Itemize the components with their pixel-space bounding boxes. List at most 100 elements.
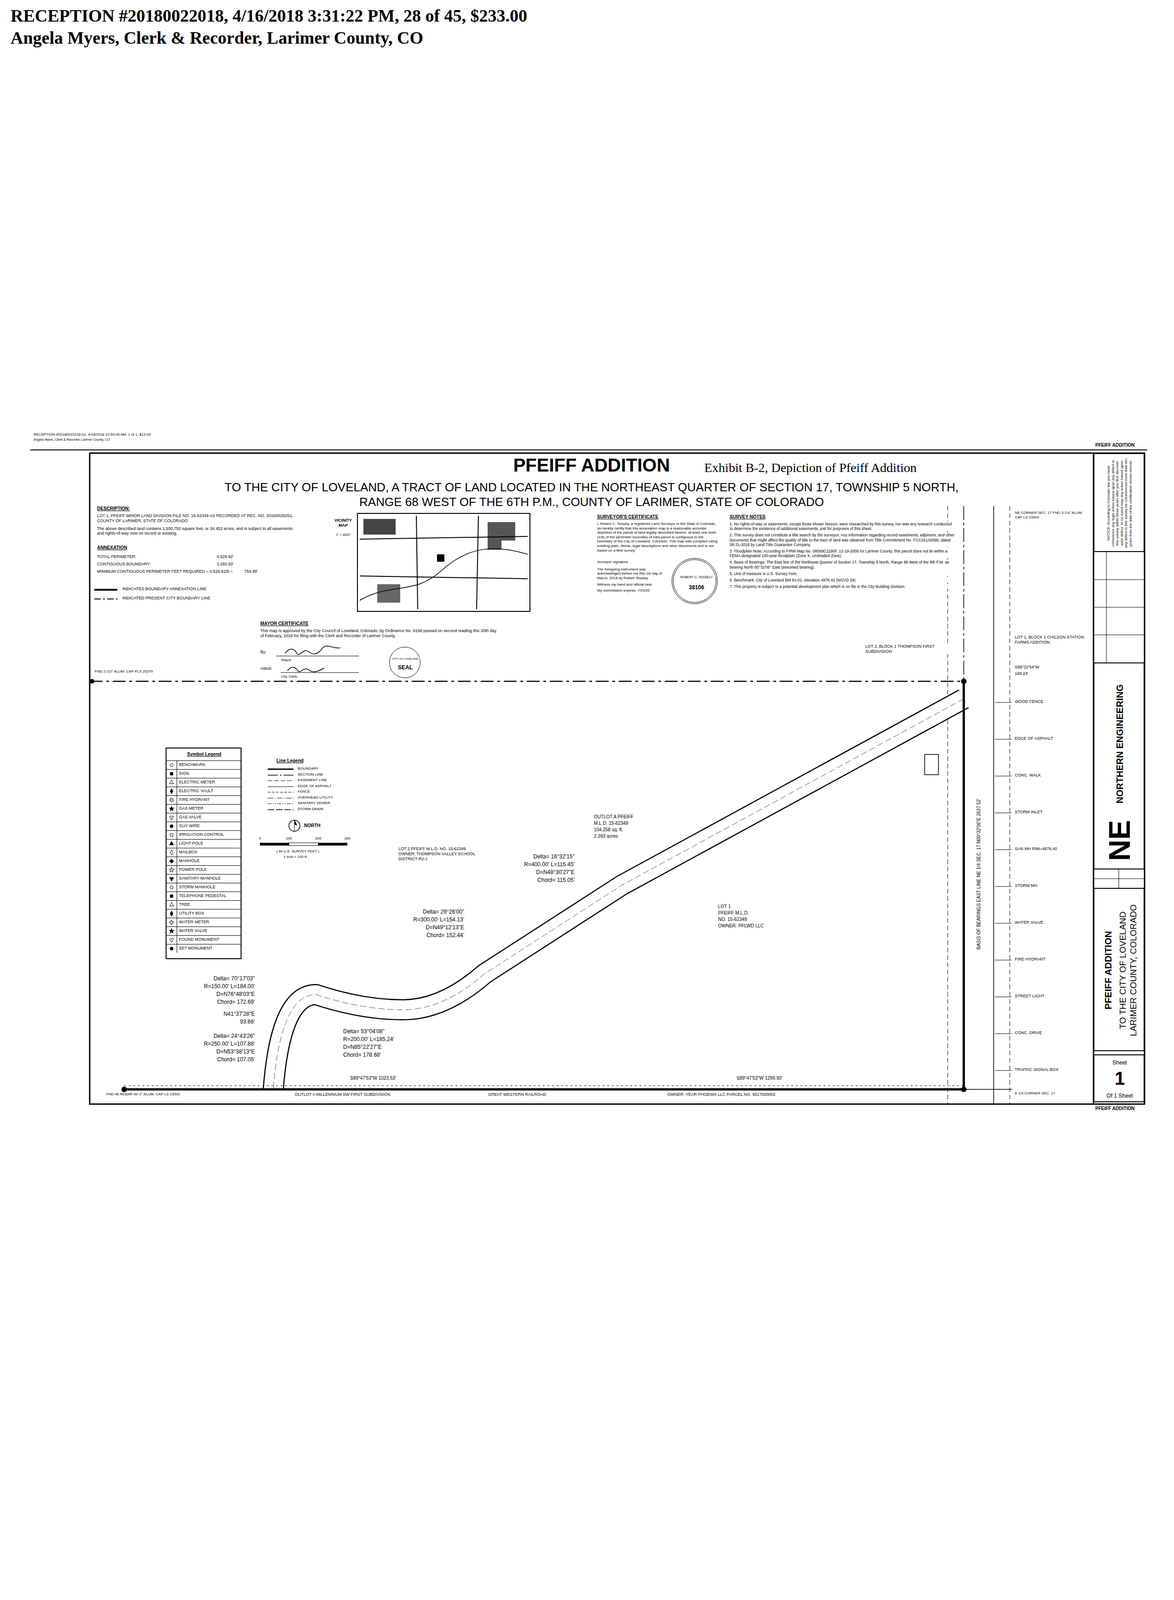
legend-item: ELECTRIC METER xyxy=(166,777,241,787)
sheet-tag: PFEIFF ADDITION xyxy=(1094,442,1135,449)
box-text: Of 1 Sheet xyxy=(1105,1092,1134,1100)
curve-data: Chord= 172.69' xyxy=(216,998,256,1006)
legend-item: ELECTRIC VAULT xyxy=(166,786,241,796)
legend-text: ELECTRIC VAULT xyxy=(178,788,214,794)
curve-data: Delta= 16°32'15" xyxy=(532,853,576,860)
legend-item: UTILITY BOX xyxy=(166,909,241,918)
curve-data: Chord= 152.44' xyxy=(425,932,465,939)
survey-note: 7. This property is subject to a potenti… xyxy=(729,584,956,589)
legend-symbol xyxy=(166,926,178,936)
symbol-legend: Symbol LegendBENCHMARKSIGNELECTRIC METER… xyxy=(165,747,242,960)
leader-line xyxy=(995,886,1012,887)
box-heading: ROBERT C. TESSELY xyxy=(677,575,716,580)
title-strip-rule xyxy=(1118,869,1120,888)
legend-text: EASEMENT LINE xyxy=(297,777,328,783)
legend-symbol-shape xyxy=(169,805,175,811)
title-strip-rule xyxy=(1106,552,1107,663)
callout-label: SAN MH RIM=4978.40 xyxy=(1014,846,1058,852)
legend-symbol xyxy=(166,918,178,927)
signature-line xyxy=(276,656,359,657)
legend-text: GUY WIRE xyxy=(178,823,201,829)
road-edge xyxy=(947,506,949,1105)
legend-text: EDGE OF ASPHALT xyxy=(297,783,333,789)
sheet-title: PFEIFF ADDITION xyxy=(512,455,671,475)
leader-line xyxy=(995,776,1012,777)
plat-label: Surveyor signature xyxy=(596,559,667,565)
box-heading: NORTHERN ENGINEERING xyxy=(1114,684,1126,805)
scale-label: 100 xyxy=(285,836,293,841)
survey-note: 5. Unit of measure is U.S. Survey Feet. xyxy=(729,571,956,576)
section-heading: SURVEY NOTES xyxy=(729,514,766,520)
callout-label: STORM MH xyxy=(1014,883,1038,889)
road-edge xyxy=(1009,506,1011,1105)
plat-label: 3,292.50' xyxy=(216,561,235,567)
legend-item: POWER POLE xyxy=(166,865,241,875)
legend-item: OVERHEAD UTILITY xyxy=(266,795,346,801)
leader-line xyxy=(995,1033,1012,1035)
legend-text: STORM DRAIN xyxy=(297,806,324,812)
vicinity-area xyxy=(363,518,396,535)
legend-symbol xyxy=(166,839,178,848)
section-line xyxy=(963,506,965,682)
outlot-centerline xyxy=(273,698,964,1090)
legend-symbol xyxy=(166,787,178,796)
plat-label: MINIMUM CONTIGUOUS PERIMETER FEET REQUIR… xyxy=(96,569,234,575)
title-strip-rule xyxy=(1093,607,1145,608)
curve-data: Chord= 107.05' xyxy=(216,1056,256,1063)
curve-data: Delta= 70°17'03" xyxy=(212,975,256,982)
sheet-frame xyxy=(89,453,1145,1105)
sheet-tag: PFEIFF ADDITION xyxy=(1094,1105,1135,1112)
curve-data: Delta= 53°04'08" xyxy=(342,1028,386,1035)
parcel-label: LOT 2 PFEIFF M.L.D. NO. 15-62349 OWNER: … xyxy=(397,846,478,862)
curve-data: D=N49°12'13"E xyxy=(425,924,465,931)
box-text: 1 xyxy=(1114,1067,1126,1090)
vicinity-area xyxy=(377,584,401,603)
curve-data: R=300.00' L=154.13' xyxy=(412,916,465,923)
scale-label: 300 xyxy=(343,836,351,841)
legend-text: TREE xyxy=(178,902,191,908)
scale-bar xyxy=(259,842,289,846)
curve-data: Delta= 29°26'00" xyxy=(422,908,465,916)
curve-data: Chord= 115.05' xyxy=(536,876,576,884)
callout-label: STREET LIGHT xyxy=(1014,993,1045,999)
legend-line-sample xyxy=(266,772,295,778)
legend-line-sample xyxy=(266,777,295,784)
road-edge xyxy=(993,506,995,1105)
bearing-label: S89°47'53"W 1023.53' xyxy=(349,1075,397,1082)
legend-line xyxy=(267,774,294,776)
legend-text: OVERHEAD UTILITY xyxy=(297,795,334,800)
scale-label: 200 xyxy=(314,836,322,841)
legend-text: WATER VALVE xyxy=(178,928,208,934)
legend-symbol-shape xyxy=(170,824,174,829)
legend-text: SECTION LINE xyxy=(297,772,324,777)
box-text: 1" = 4000' xyxy=(335,533,351,537)
legend-symbol xyxy=(166,795,178,805)
legend-symbol xyxy=(166,804,178,813)
leader-line xyxy=(995,812,1012,814)
legend-symbol-shape xyxy=(170,772,173,776)
legend-symbol xyxy=(166,848,178,857)
bearing-label: S89°47'53"W 1299.90' xyxy=(736,1075,783,1082)
annexation-line-sample xyxy=(94,588,118,591)
box-heading: VICINITY MAP xyxy=(329,517,357,529)
curve-data: D=N48°30'27"E xyxy=(535,868,576,876)
legend-text: BENCHMARK xyxy=(178,762,207,768)
section-heading: ANNEXATION xyxy=(96,545,128,551)
title-strip-rule xyxy=(1093,634,1145,636)
legend-line xyxy=(267,797,294,799)
legend-symbol-shape xyxy=(170,886,174,890)
parcel-label: NO. 15-62349 xyxy=(717,916,748,923)
legend-item: BENCHMARK xyxy=(166,760,241,770)
legend-item: WATER VALVE xyxy=(166,926,241,936)
legend-symbol xyxy=(166,900,178,910)
legend-text: SANITARY MANHOLE xyxy=(178,875,222,881)
legend-symbol xyxy=(166,909,178,918)
vicinity-map: VICINITY MAP1" = 4000' xyxy=(356,512,531,612)
signature xyxy=(285,645,341,655)
legend-symbol xyxy=(166,944,178,953)
plat-label: CONTIGUOUS BOUNDARY: xyxy=(96,561,151,567)
callout-label: CONC. DRIVE xyxy=(1014,1030,1043,1036)
survey-note: 3. Floodplain Note: According to FIRM Ma… xyxy=(729,548,956,559)
scale-bar xyxy=(318,842,348,846)
